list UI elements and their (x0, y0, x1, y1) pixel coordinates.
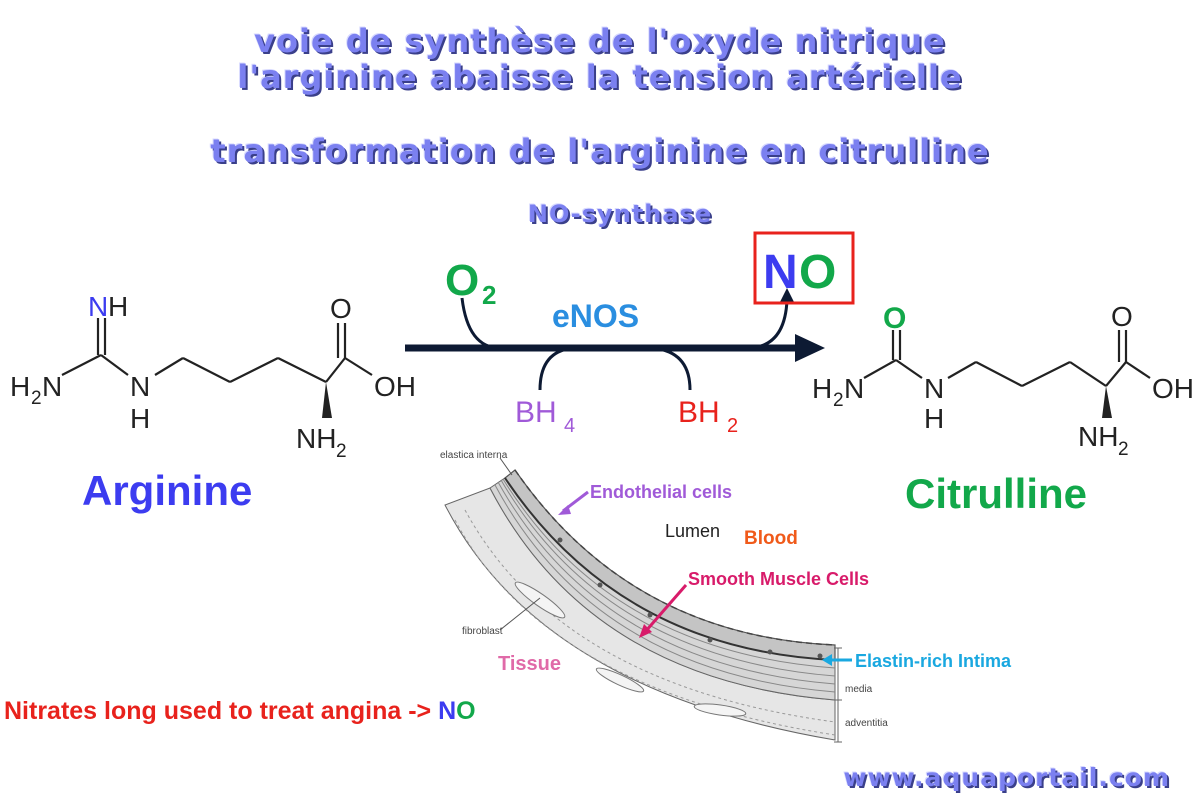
bond (863, 359, 897, 379)
arginine-name: Arginine (82, 467, 252, 514)
citrulline-structure (863, 330, 1151, 418)
o2-input-curve (460, 297, 501, 350)
nitrates-no-n: N (438, 697, 456, 725)
bh4-label: BH (515, 396, 557, 429)
fibroblast-cell (693, 703, 747, 717)
bh4-curve (538, 346, 576, 391)
nitrates-text: Nitrates long used to treat angina -> NO (4, 697, 476, 725)
cit-o-green: O (883, 302, 906, 335)
title-line-2: l'arginine abaisse la tension artérielle (237, 58, 963, 96)
cit-o: O (1111, 301, 1133, 332)
arg-n: N (130, 371, 150, 402)
arg-h2n-n: N (42, 371, 62, 402)
intima-label: Elastin-rich Intima (855, 651, 1012, 671)
lumen-label: Lumen (665, 521, 720, 541)
bond (100, 354, 129, 376)
cit-nh2-sub: 2 (1118, 439, 1129, 460)
smooth-muscle-pointer (643, 584, 688, 633)
no-o: O (799, 246, 836, 299)
cit-h2n-h: H (812, 373, 832, 404)
blood-label: Blood (744, 528, 798, 549)
arg-o: O (330, 293, 352, 324)
cit-h2n-n: N (844, 373, 864, 404)
bond (325, 357, 346, 383)
bond (277, 357, 327, 383)
fibroblast-cell (514, 581, 566, 619)
arg-nh-h: H (108, 291, 128, 322)
bond (975, 361, 1023, 387)
fibroblast-cell (595, 667, 645, 693)
adventitia-label: adventitia (845, 718, 888, 729)
bond (1125, 361, 1151, 379)
arg-nh2-sub: 2 (336, 441, 347, 462)
bond (154, 357, 184, 376)
arg-nh-n: N (88, 291, 108, 322)
bond (1105, 361, 1127, 387)
cit-oh: OH (1152, 373, 1194, 404)
cit-n: N (924, 373, 944, 404)
cit-nh2: NH (1078, 421, 1118, 452)
wedge-bond (1102, 386, 1112, 418)
vessel-illustration (444, 457, 842, 743)
bh2-label: BH (678, 396, 720, 429)
bond (229, 357, 279, 383)
arginine-structure (61, 318, 373, 418)
reaction-arrow (405, 288, 825, 391)
arg-h2n-2: 2 (31, 388, 42, 409)
o2-subscript: 2 (482, 280, 496, 310)
bond (61, 354, 102, 376)
citrulline-name: Citrulline (905, 470, 1087, 517)
no-arrowhead (779, 288, 795, 304)
elastica-interna-label: elastica interna (440, 450, 508, 461)
title-line-1: voie de synthèse de l'oxyde nitrique (254, 22, 946, 60)
bh4-subscript: 4 (564, 415, 575, 437)
cit-h2n-2: 2 (833, 390, 844, 411)
bh2-curve (649, 346, 692, 391)
bh2-subscript: 2 (727, 415, 738, 437)
arg-oh: OH (374, 371, 416, 402)
no-n: N (763, 246, 798, 299)
media-label: media (845, 684, 873, 695)
bond (895, 359, 923, 379)
o2-label: O (445, 256, 479, 305)
smooth-muscle-label: Smooth Muscle Cells (688, 569, 869, 589)
enos-label: eNOS (552, 298, 639, 334)
endothelium-line (514, 469, 836, 646)
wedge-bond (322, 382, 332, 418)
arg-nh2: NH (296, 423, 336, 454)
bond (1069, 361, 1107, 387)
fibroblast-label: fibroblast (462, 626, 503, 637)
enzyme-label: NO-synthase (527, 200, 713, 228)
website-watermark: www.aquaportail.com (843, 763, 1170, 792)
arg-h: H (130, 403, 150, 434)
tissue-label: Tissue (498, 653, 561, 675)
arg-h2n-h: H (10, 371, 30, 402)
bond (344, 357, 373, 376)
no-output-curve (749, 299, 789, 350)
nitrates-main: Nitrates long used to treat angina -> (4, 697, 438, 725)
bond (947, 361, 977, 379)
bond (1021, 361, 1071, 387)
title-line-3: transformation de l'arginine en citrulli… (210, 132, 990, 170)
endothelial-cells-label: Endothelial cells (590, 482, 732, 502)
bond (182, 357, 231, 383)
cit-h: H (924, 403, 944, 434)
nitrates-no-o: O (456, 697, 475, 725)
no-highlight-box (753, 231, 855, 305)
